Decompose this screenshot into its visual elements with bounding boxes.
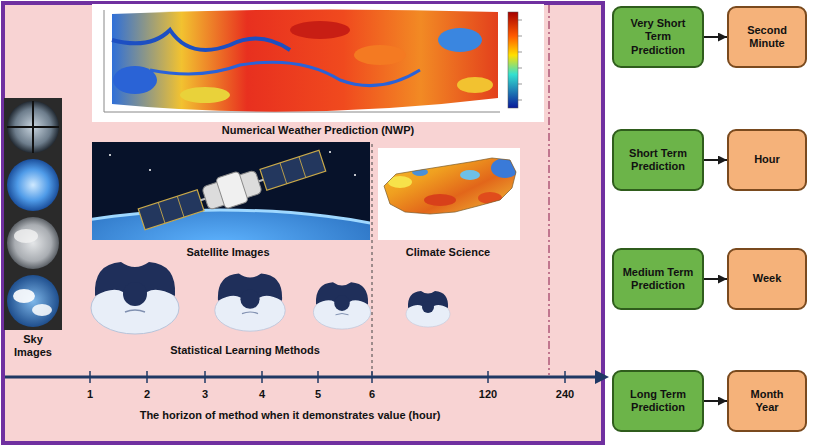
prediction-box: Short Term Prediction — [612, 129, 704, 191]
box-text: Week — [753, 272, 782, 285]
box-text: Short Term Prediction — [622, 147, 694, 173]
dashed-divider — [372, 144, 373, 375]
timescale-box: Month Year — [727, 370, 807, 432]
climate-map — [378, 148, 520, 240]
arrow-connector — [704, 36, 727, 38]
tick-label: 5 — [315, 388, 321, 401]
tick-label: 1 — [87, 388, 93, 401]
tick-label: 4 — [259, 388, 265, 401]
tick-label: 2 — [144, 388, 150, 401]
image-caption: Numerical Weather Prediction (NWP) — [222, 124, 414, 137]
dashdot-divider — [549, 5, 550, 375]
box-text: Medium Term Prediction — [622, 266, 694, 292]
image-caption: Climate Science — [406, 246, 490, 259]
timescale-box: Hour — [727, 129, 807, 191]
box-text: Month Year — [741, 388, 793, 414]
tick-label: 120 — [479, 388, 497, 401]
box-text: Hour — [754, 153, 780, 166]
arrow-connector — [704, 278, 727, 280]
arrow-connector — [704, 159, 727, 161]
box-text: Very Short Term Prediction — [622, 17, 694, 57]
image-caption: Sky Images — [8, 333, 58, 359]
box-text-group: Medium Term Prediction — [622, 266, 694, 292]
box-text-group: Second Minute — [741, 24, 793, 50]
arrow-connector — [704, 400, 727, 402]
box-text-group: Very Short Term Prediction — [622, 17, 694, 57]
prediction-box: Very Short Term Prediction — [612, 6, 704, 68]
prediction-box: Medium Term Prediction — [612, 248, 704, 310]
box-text: Long Term Prediction — [622, 388, 694, 414]
learning-icons — [91, 262, 450, 334]
tick-label: 6 — [369, 388, 375, 401]
tick-label: 240 — [556, 388, 574, 401]
box-text-group: Long Term Prediction — [622, 388, 694, 414]
tick-label: 3 — [202, 388, 208, 401]
box-text-group: Week — [753, 272, 782, 285]
horizon-axis — [5, 370, 609, 384]
box-text-group: Short Term Prediction — [622, 147, 694, 173]
box-text-group: Month Year — [741, 388, 793, 414]
timescale-box: Second Minute — [727, 6, 807, 68]
nwp-map — [92, 4, 544, 122]
image-caption: Statistical Learning Methods — [170, 344, 320, 357]
timescale-box: Week — [727, 248, 807, 310]
axis-title: The horizon of method when it demonstrat… — [140, 409, 441, 422]
image-caption: Satellite Images — [186, 246, 269, 259]
box-text-group: Hour — [754, 153, 780, 166]
sky-images — [4, 98, 62, 330]
prediction-box: Long Term Prediction — [612, 370, 704, 432]
box-text: Second Minute — [741, 24, 793, 50]
